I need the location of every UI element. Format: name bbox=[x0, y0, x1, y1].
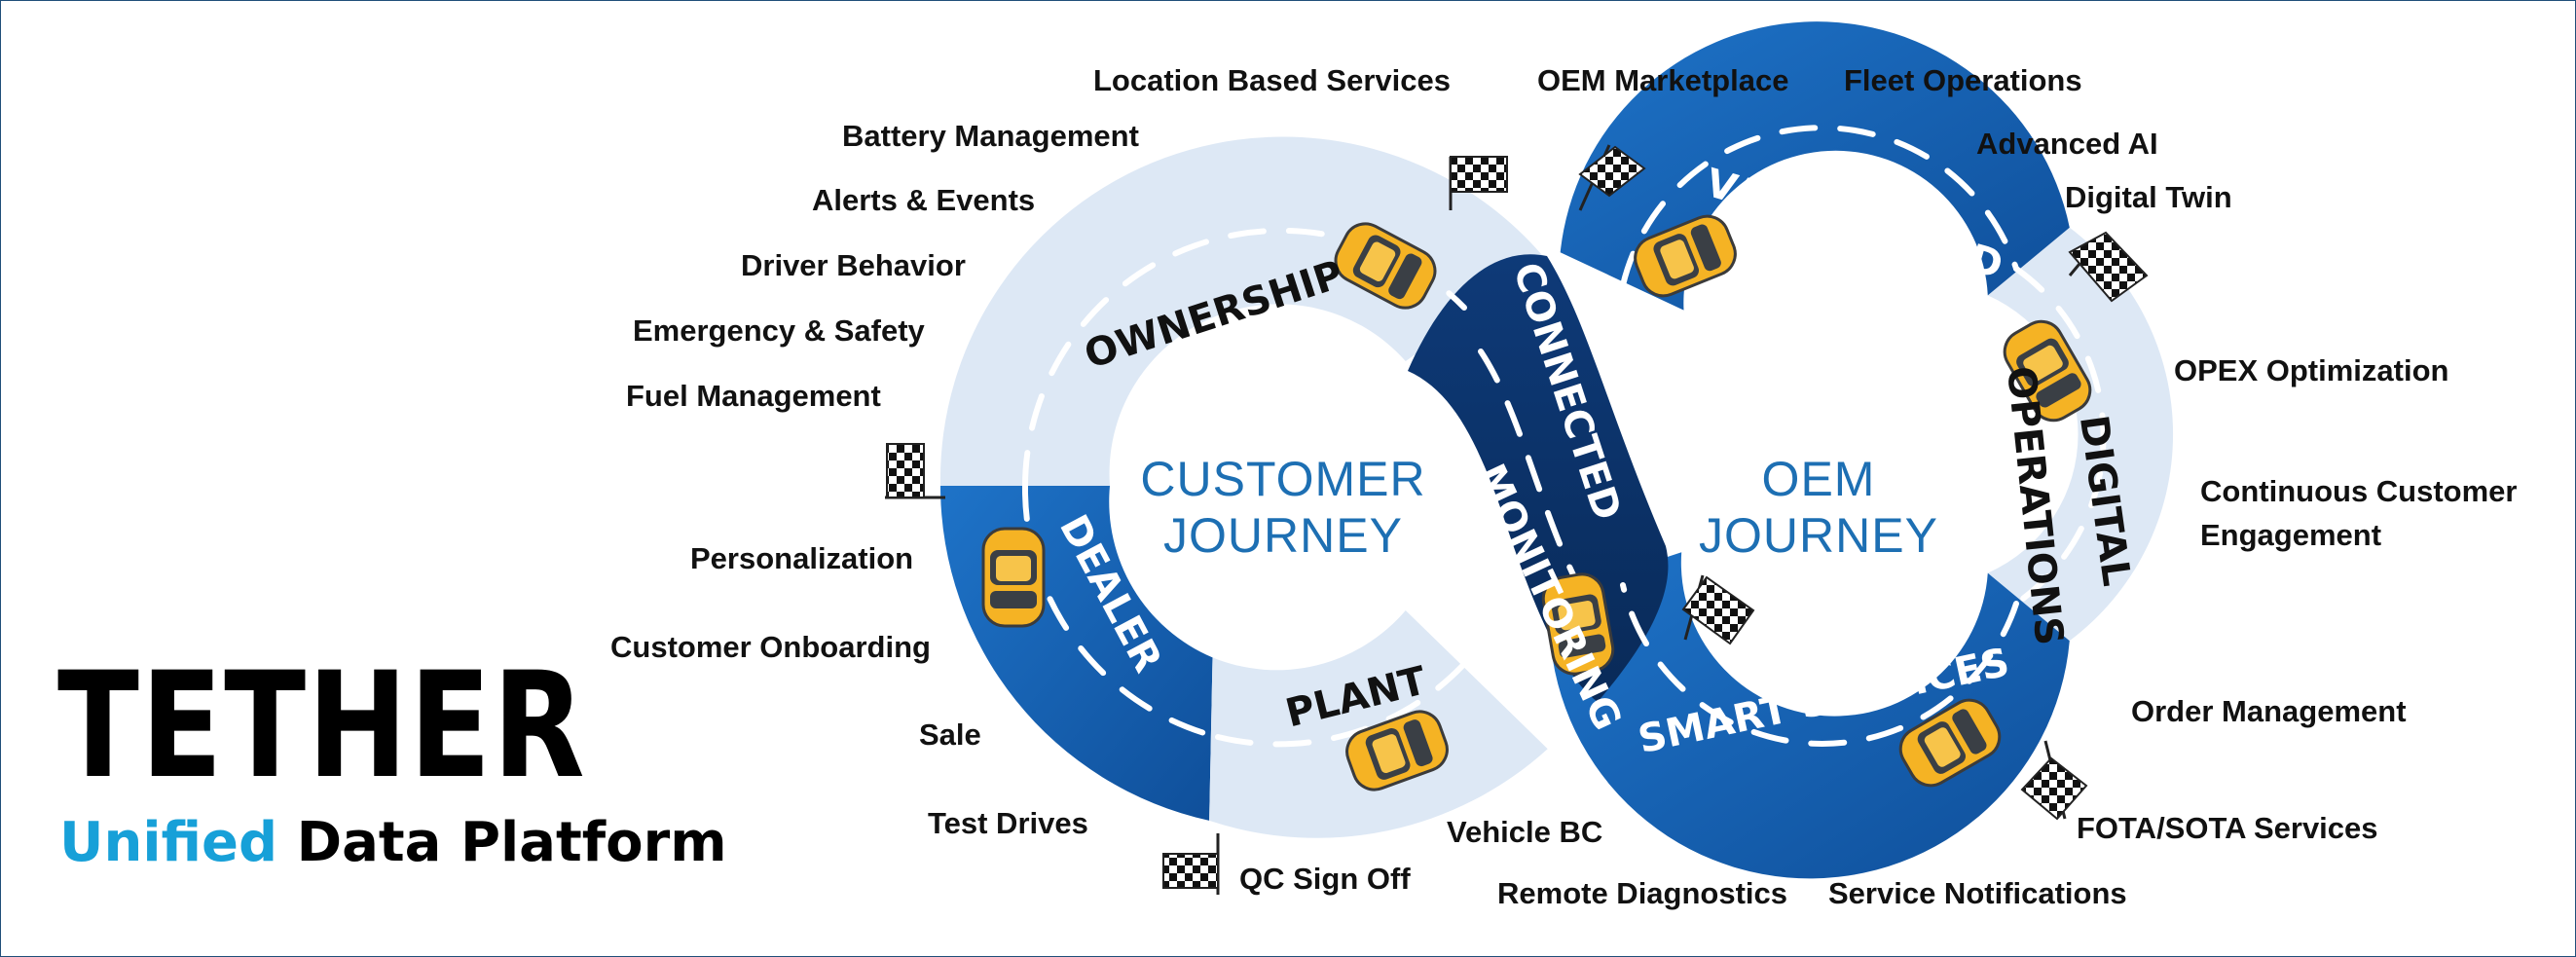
label-alerts-events: Alerts & Events bbox=[812, 183, 1036, 217]
label-remote-diagnostics: Remote Diagnostics bbox=[1497, 876, 1788, 910]
brand-tagline: Unified Data Platform bbox=[59, 811, 727, 874]
label-qc-sign-off: QC Sign Off bbox=[1239, 862, 1411, 896]
brand-title: TETHER bbox=[57, 642, 587, 811]
flag-icon bbox=[1578, 144, 1646, 211]
label-sale: Sale bbox=[919, 718, 981, 752]
label-vehicle-bc: Vehicle BC bbox=[1447, 815, 1603, 849]
checkered-flags bbox=[885, 144, 2149, 895]
label-driver-behavior: Driver Behavior bbox=[741, 248, 966, 282]
flag-icon bbox=[1162, 833, 1220, 895]
flag-icon bbox=[885, 443, 945, 499]
label-emergency-safety: Emergency & Safety bbox=[633, 313, 925, 348]
label-location-based-services: Location Based Services bbox=[1093, 63, 1451, 97]
label-fleet-operations: Fleet Operations bbox=[1844, 63, 2082, 97]
oem-journey-line2: JOURNEY bbox=[1699, 508, 1938, 563]
center-texts: CUSTOMER JOURNEY OEM JOURNEY bbox=[1140, 452, 1938, 563]
smart-services-segment bbox=[1549, 552, 2070, 879]
label-personalization: Personalization bbox=[690, 541, 914, 575]
label-digital-twin: Digital Twin bbox=[2065, 180, 2232, 214]
label-opex-optimization: OPEX Optimization bbox=[2174, 353, 2449, 387]
label-order-management: Order Management bbox=[2131, 694, 2407, 728]
flag-icon bbox=[1681, 574, 1755, 645]
label-customer-onboarding: Customer Onboarding bbox=[610, 630, 931, 664]
flag-icon bbox=[1449, 156, 1508, 210]
label-engagement: Engagement bbox=[2200, 518, 2382, 552]
road-lanes bbox=[1021, 125, 2107, 748]
label-fota-sota-services: FOTA/SOTA Services bbox=[2077, 811, 2378, 845]
flag-icon bbox=[2068, 231, 2149, 303]
oem-journey-line1: OEM bbox=[1762, 452, 1876, 506]
ownership-segment bbox=[939, 136, 1548, 486]
label-fuel-management: Fuel Management bbox=[626, 379, 881, 413]
label-service-notifications: Service Notifications bbox=[1828, 876, 2127, 910]
digital-operations-segment bbox=[1987, 227, 2174, 642]
car-icon bbox=[981, 527, 1046, 628]
label-battery-management: Battery Management bbox=[842, 119, 1139, 153]
tagline-rest: Data Platform bbox=[296, 811, 727, 874]
label-advanced-ai: Advanced AI bbox=[1976, 127, 2158, 161]
tagline-highlight: Unified bbox=[59, 811, 278, 874]
label-test-drives: Test Drives bbox=[928, 806, 1088, 840]
label-continuous-customer: Continuous Customer bbox=[2200, 474, 2518, 508]
customer-journey-line1: CUSTOMER bbox=[1140, 452, 1425, 506]
customer-journey-line2: JOURNEY bbox=[1163, 508, 1403, 563]
label-oem-marketplace: OEM Marketplace bbox=[1537, 63, 1789, 97]
flag-icon bbox=[2020, 740, 2088, 821]
